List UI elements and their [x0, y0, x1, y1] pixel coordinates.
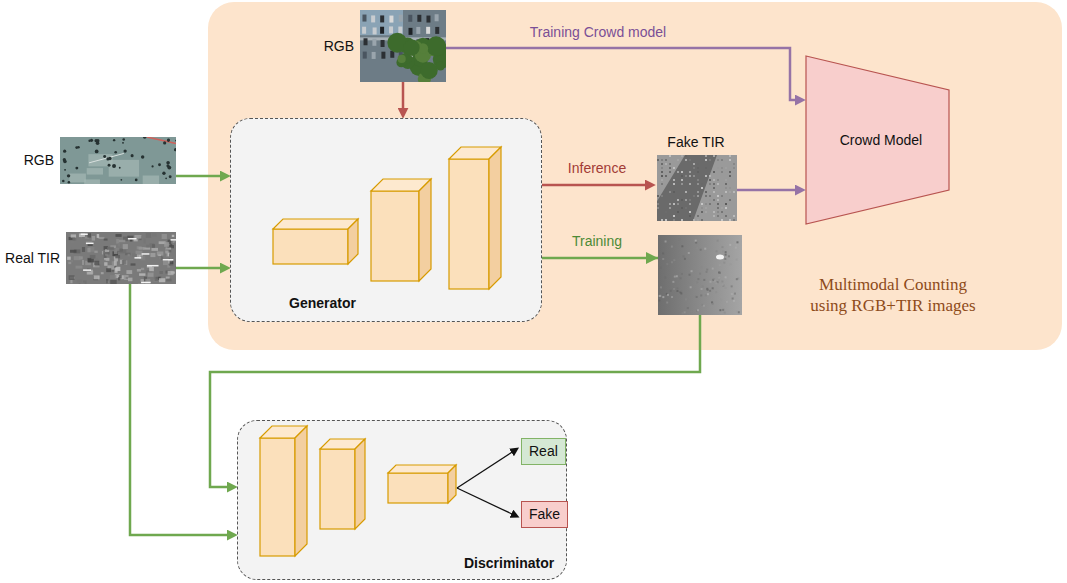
training-output-image [658, 235, 742, 315]
node-label: RGB [324, 38, 354, 55]
node-label: Discriminator [464, 555, 554, 572]
output-arrow [457, 452, 513, 489]
connector-arrow [176, 175, 222, 178]
connector-arrow [542, 184, 647, 187]
edge-label: Inference [568, 160, 626, 177]
image-thumbnail [657, 155, 737, 221]
node-label: Crowd Model [840, 132, 922, 149]
arrow-head [646, 252, 658, 264]
edge-label: Training Crowd model [530, 24, 666, 41]
node-label: Generator [289, 295, 356, 312]
crowd-model-trapezoid: Crowd Model [805, 55, 950, 225]
node-label: Real TIR [5, 250, 60, 267]
output-box: Fake [521, 501, 568, 528]
image-thumbnail [60, 137, 176, 184]
connector-arrow [402, 82, 405, 110]
connector-arrow [176, 267, 222, 270]
edge-label: Training [572, 233, 622, 250]
image-thumbnail [360, 10, 446, 82]
image-node: RGB [20, 137, 176, 184]
region-panel: RGB Generator Fake TIR Crowd ModelMultimoda… [208, 2, 1062, 350]
image-thumbnail [66, 232, 176, 284]
node-label: Real [529, 443, 558, 460]
image-node: Real TIR [6, 232, 176, 284]
image-node: RGB [300, 10, 446, 82]
output-box: Real [521, 438, 566, 465]
output-arrow [457, 488, 513, 515]
generator-box: Generator [230, 118, 542, 322]
connector-arrow [737, 189, 797, 192]
connector-arrow [130, 284, 229, 535]
region-panel-fill [208, 2, 1062, 350]
discriminator-box: RealFakeDiscriminator [237, 420, 567, 580]
image-node: Fake TIR [655, 133, 737, 221]
node-label: Multimodal Counting using RGB+TIR images [804, 274, 982, 316]
connector-arrow [446, 48, 797, 100]
node-label: RGB [24, 152, 54, 169]
node-label: Fake TIR [667, 134, 724, 151]
layer-blocks [231, 119, 543, 323]
node-label: Fake [529, 506, 560, 523]
